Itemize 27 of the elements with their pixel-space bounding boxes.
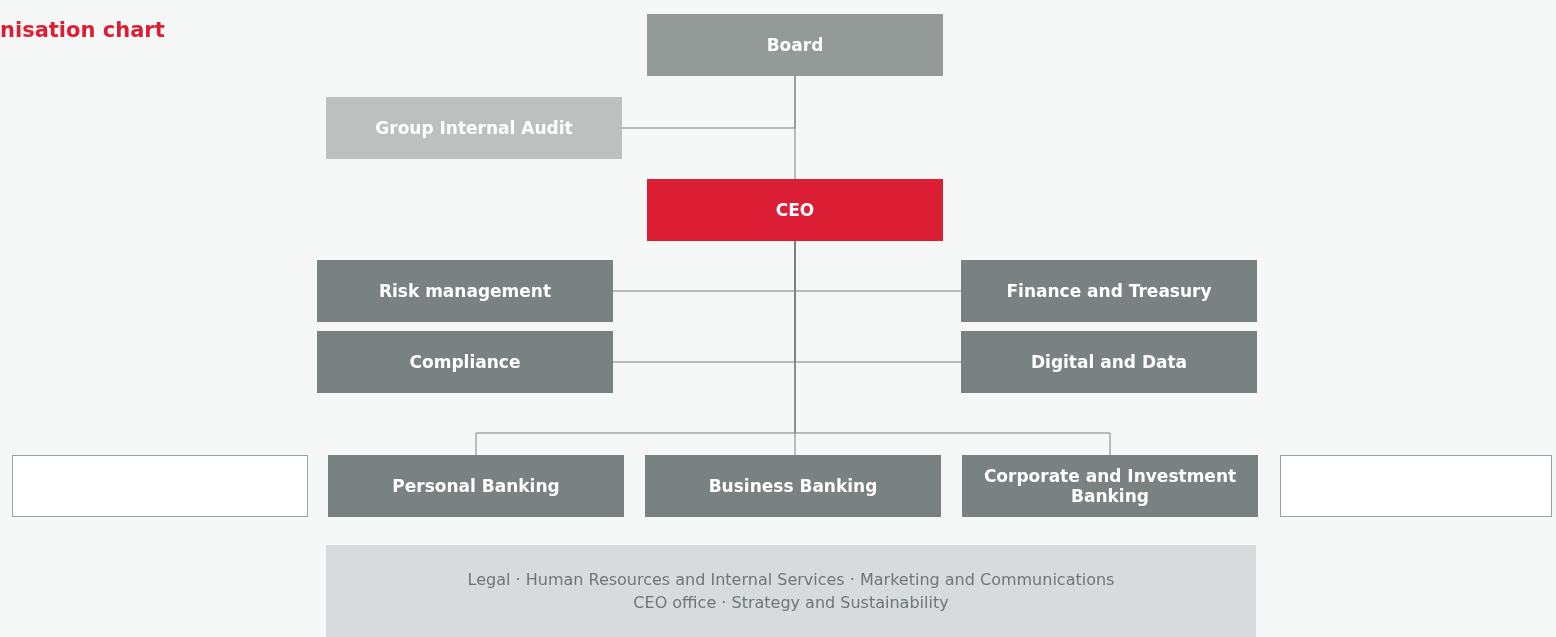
unit-label: Finance and Treasury [1006, 281, 1212, 301]
unit-label: Personal Banking [392, 476, 560, 496]
unit-box [962, 455, 1258, 517]
unit-box [961, 260, 1257, 322]
chart-title: nisation chart [0, 18, 165, 42]
unit-box [645, 455, 941, 517]
unit-box [961, 331, 1257, 393]
unit-box [328, 455, 624, 517]
subsidiary-box [1280, 455, 1552, 517]
unit-box [317, 260, 613, 322]
unit-label: Group Internal Audit [375, 118, 573, 138]
connector-line [621, 75, 796, 129]
board-box [647, 14, 943, 76]
unit-label: Digital and Data [1030, 352, 1188, 372]
ceo-box [647, 179, 943, 241]
unit-label: Board [766, 35, 824, 55]
support-functions-text: CEO office · Strategy and Sustainability [633, 592, 949, 614]
unit-box [326, 97, 622, 159]
unit-label: Business Banking [708, 476, 878, 496]
unit-label: Corporate and Investment Banking [982, 466, 1238, 506]
subsidiary-box [12, 455, 308, 517]
unit-label: Risk management [378, 281, 552, 301]
unit-box [317, 331, 613, 393]
unit-label: Compliance [409, 352, 521, 372]
support-functions-text: Legal · Human Resources and Internal Services · Marketing and Communications [467, 569, 1115, 591]
unit-label: CEO [775, 200, 815, 220]
support-functions-band [326, 545, 1256, 637]
